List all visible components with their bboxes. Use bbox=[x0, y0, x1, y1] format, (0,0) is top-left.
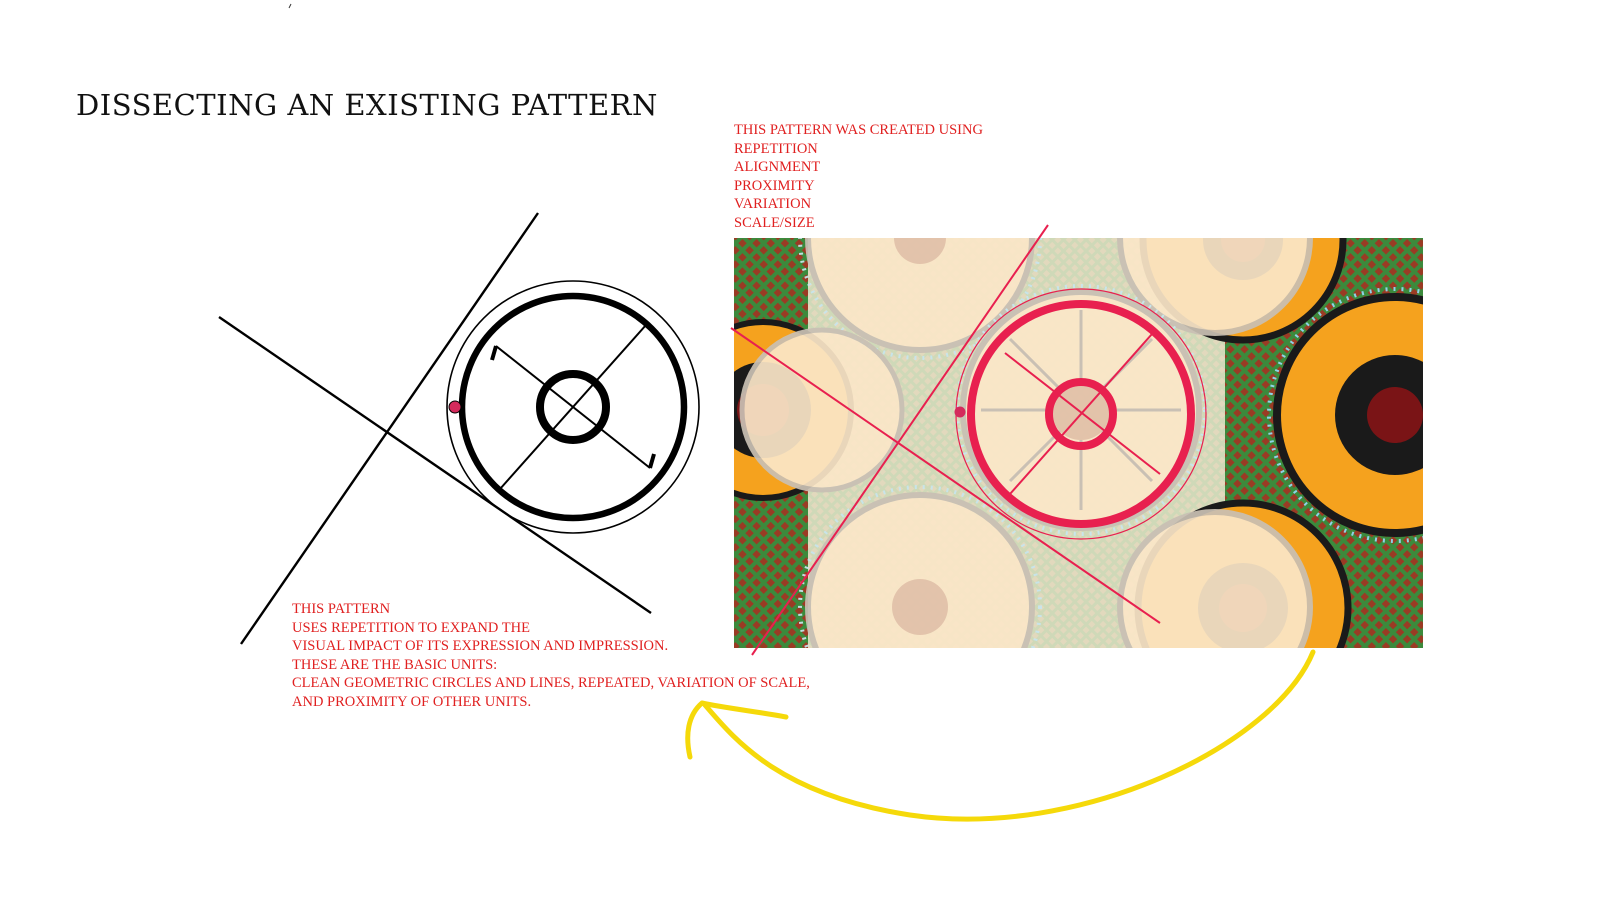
overlay-thick-ring bbox=[967, 300, 1195, 528]
cross-line bbox=[499, 324, 647, 490]
marker-dot bbox=[448, 400, 462, 414]
principle-variation: VARIATION bbox=[734, 196, 812, 213]
diagonal-line-descending bbox=[218, 316, 652, 614]
caption-text: THIS PATTERN USES REPETITION TO EXPAND T… bbox=[292, 600, 810, 712]
spokes bbox=[981, 310, 1181, 510]
diagonal-line-ascending bbox=[240, 212, 539, 645]
fabric-texture-faded bbox=[808, 238, 1225, 648]
medallion-orange bbox=[734, 319, 854, 501]
medallion-faded-center bbox=[955, 284, 1207, 536]
principle-repetition: REPETITION bbox=[734, 140, 818, 157]
caption-line: USES REPETITION TO EXPAND THE bbox=[292, 619, 530, 636]
tick-mark bbox=[648, 453, 656, 469]
slide-title: DISSECTING AN EXISTING PATTERN bbox=[76, 88, 658, 122]
principle-alignment: ALIGNMENT bbox=[734, 159, 821, 176]
principle-proximity: PROXIMITY bbox=[734, 177, 815, 194]
medallion-faded bbox=[739, 327, 905, 493]
caption-line: THIS PATTERN bbox=[292, 601, 391, 617]
dissection-overlay bbox=[730, 224, 1207, 656]
medallion-orange bbox=[1139, 238, 1347, 344]
overlay-cross-line bbox=[1009, 333, 1153, 495]
caption-line: AND PROXIMITY OF OTHER UNITS. bbox=[292, 693, 532, 710]
medallion-faded bbox=[798, 485, 1042, 648]
caption-line: CLEAN GEOMETRIC CIRCLES AND LINES, REPEA… bbox=[292, 675, 810, 692]
fabric-texture-dark bbox=[734, 238, 1423, 648]
stray-mark bbox=[288, 3, 292, 9]
cross-line bbox=[495, 345, 651, 469]
overlay-line-ascending bbox=[751, 224, 1049, 656]
medallion-orange bbox=[1267, 287, 1423, 543]
overlay-marker-dot bbox=[954, 406, 966, 418]
principles-heading: THIS PATTERN WAS CREATED USING bbox=[734, 122, 983, 138]
principles-list: THIS PATTERN WAS CREATED USING REPETITIO… bbox=[734, 121, 983, 233]
medallion-orange bbox=[1134, 499, 1352, 648]
overlay-line-descending bbox=[730, 327, 1161, 624]
overlay-cross-line bbox=[1004, 352, 1161, 475]
overlay-inner-ring bbox=[1045, 378, 1117, 450]
overlay-outer-circle bbox=[955, 288, 1207, 540]
principle-scale-size: SCALE/SIZE bbox=[734, 214, 815, 231]
thick-ring bbox=[458, 292, 688, 522]
caption-line: THESE ARE THE BASIC UNITS: bbox=[292, 656, 498, 673]
caption-line: VISUAL IMPACT OF ITS EXPRESSION AND IMPR… bbox=[292, 638, 669, 655]
inner-ring bbox=[536, 370, 610, 444]
outer-thin-circle bbox=[446, 280, 700, 534]
medallion-faded bbox=[1117, 238, 1313, 648]
tick-mark bbox=[490, 345, 498, 361]
